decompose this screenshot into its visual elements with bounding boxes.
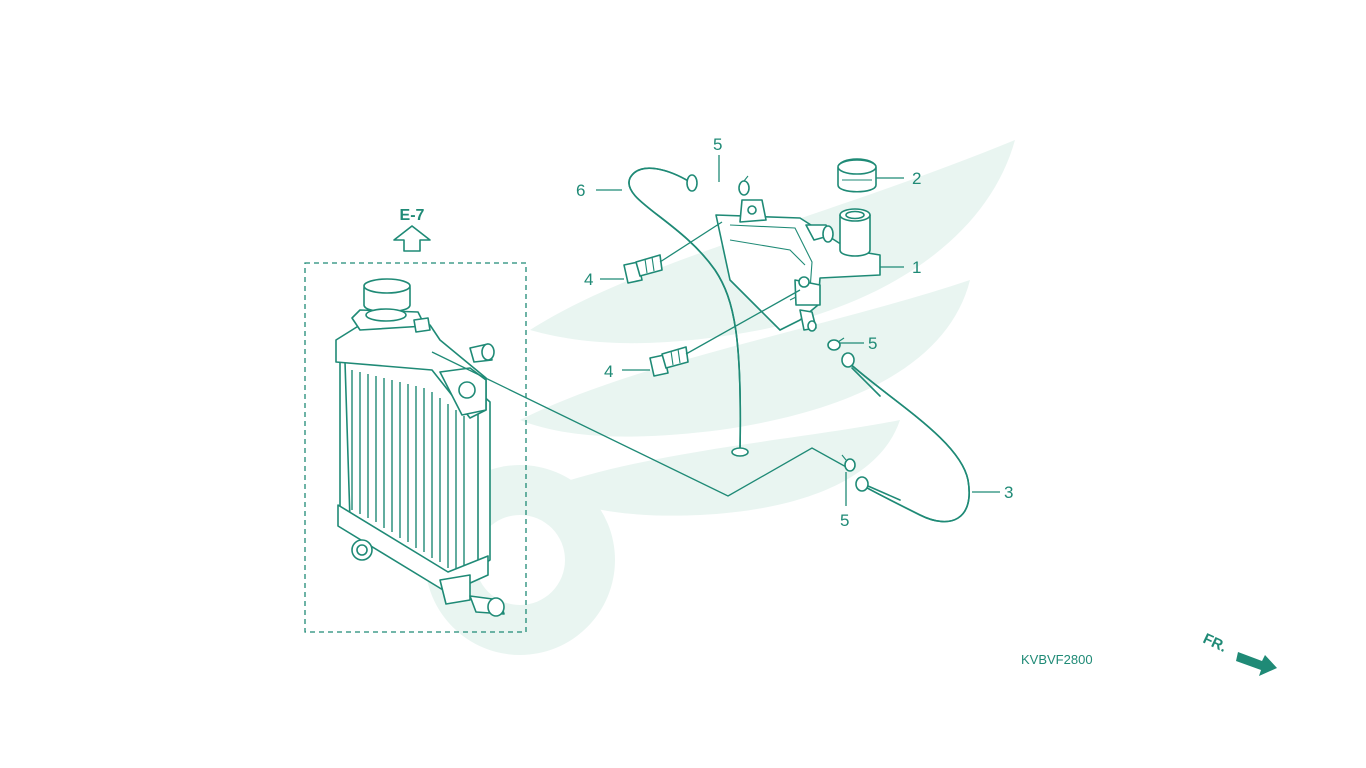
reserve-tank-cap[interactable] [837,158,877,193]
up-arrow-icon [393,225,431,252]
callout-1: 1 [912,258,921,277]
callout-5-middle: 5 [868,334,877,353]
callout-3: 3 [1004,483,1013,502]
bolt-upper-leader [659,221,723,263]
front-arrow-icon [1236,652,1277,676]
radiator-core [351,370,465,576]
callout-6: 6 [576,181,585,200]
bolt-lower-leader [685,289,801,355]
reference-code: KVBVF2800 [1021,652,1093,667]
watermark-logo [425,140,1015,655]
hose-clip-middle[interactable] [827,337,845,351]
radiator-cap[interactable] [363,278,431,333]
callout-4-upper: 4 [584,270,593,289]
hose-clip-upper[interactable] [738,175,750,196]
bolt-lower[interactable] [649,346,689,377]
bolt-upper[interactable] [623,254,663,284]
radiator-group-frame [304,262,527,633]
radiator[interactable] [335,309,505,617]
radiator-overflow-leader [431,351,849,497]
front-label: FR. [1200,630,1229,656]
overflow-hose[interactable] [841,352,970,523]
callout-5-lower: 5 [840,511,849,530]
section-reference[interactable]: E-7 [393,207,431,252]
hose-clip-lower[interactable] [841,454,856,472]
reserve-tank[interactable] [715,199,881,332]
front-direction-indicator: FR. [1200,630,1277,676]
callout-2: 2 [912,169,921,188]
callout-leaders [596,155,1000,506]
breather-tube[interactable] [628,167,749,457]
section-ref-label: E-7 [400,207,425,224]
callout-4-lower: 4 [604,362,613,381]
callout-5-upper: 5 [713,135,722,154]
